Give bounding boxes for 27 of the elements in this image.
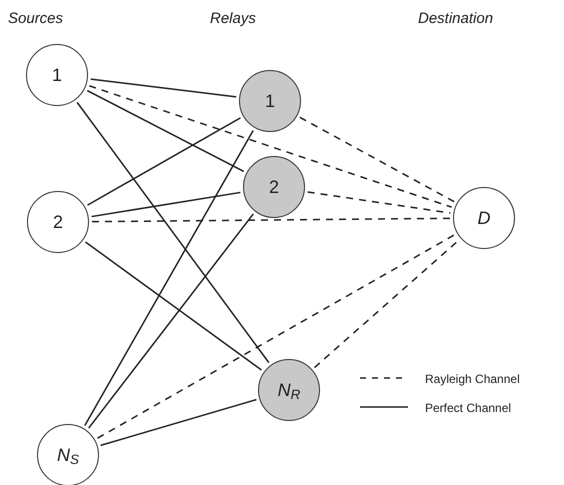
legend-label: Rayleigh Channel xyxy=(425,371,520,388)
destination-node: D xyxy=(453,187,515,249)
dashed-link xyxy=(308,191,450,214)
dashed-link xyxy=(89,85,452,208)
link-line xyxy=(86,90,244,172)
link-line xyxy=(85,241,262,371)
dashed-link xyxy=(92,218,450,222)
legend-label: Perfect Channel xyxy=(425,400,512,417)
source-node: 1 xyxy=(26,44,88,106)
source-node: N$_{S}$ xyxy=(37,424,99,485)
column-heading: Destination xyxy=(418,9,494,29)
relay-node: N$_{R}$ xyxy=(258,359,320,421)
column-heading: Relays xyxy=(210,9,256,29)
column-heading: Sources xyxy=(8,9,64,29)
link-line xyxy=(87,117,241,206)
link-line xyxy=(88,214,254,428)
source-node: 2 xyxy=(27,191,89,253)
link-line xyxy=(90,78,236,98)
link-line xyxy=(76,102,270,364)
relay-node: 1 xyxy=(239,70,301,132)
link-line xyxy=(84,130,254,426)
dashed-link xyxy=(97,234,455,439)
link-line xyxy=(91,192,241,218)
relay-node: 2 xyxy=(243,156,305,218)
dashed-link xyxy=(299,116,455,202)
link-line xyxy=(100,398,257,446)
dashed-link xyxy=(314,240,459,368)
